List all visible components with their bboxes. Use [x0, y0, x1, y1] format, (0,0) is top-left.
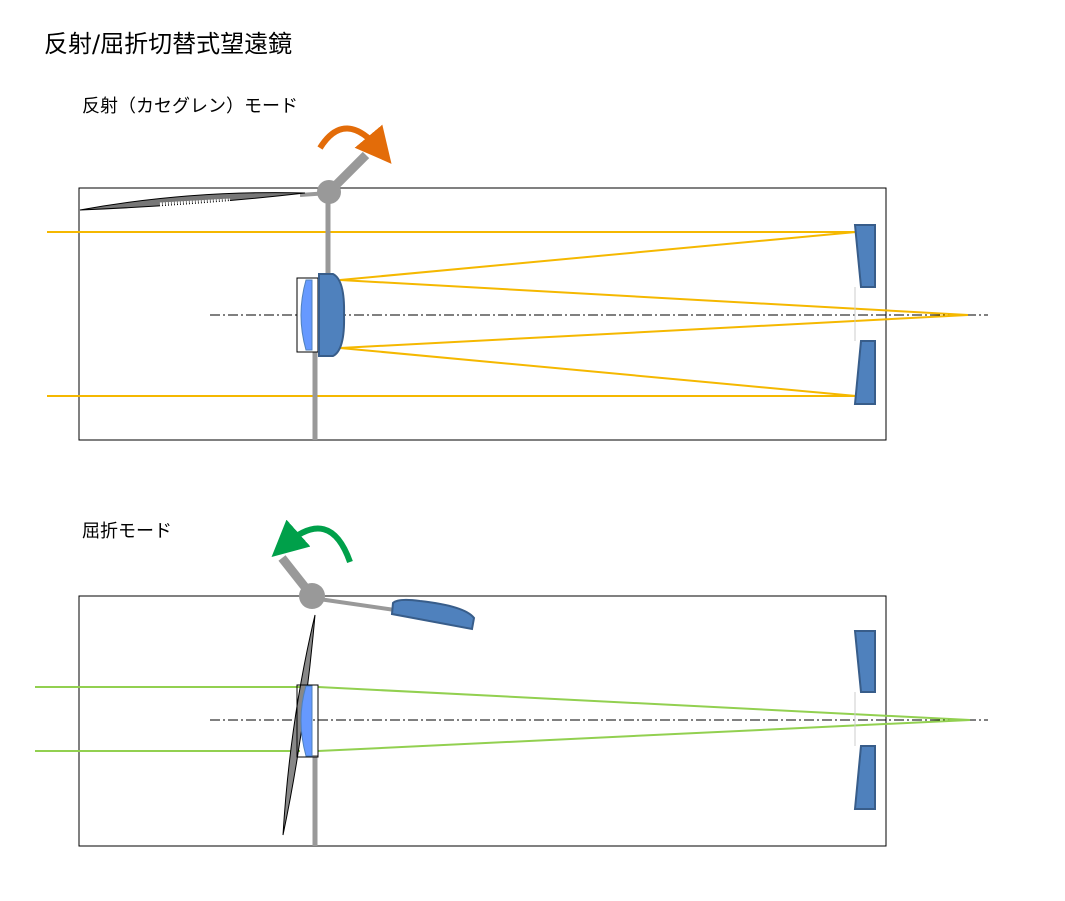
- stowed-lens-inner: [159, 198, 231, 208]
- rotate-arrow-icon: [317, 124, 392, 164]
- pivot: [299, 583, 325, 609]
- reflect-mode-diagram: [47, 124, 988, 441]
- stowed-lens: [79, 192, 306, 211]
- tube-outline: [78, 187, 887, 441]
- lens-holder: [296, 684, 319, 758]
- rotate-arrow-icon: [271, 519, 353, 564]
- lens: [300, 685, 313, 757]
- secondary-mirror: [318, 273, 346, 357]
- refract-mode-diagram: [35, 519, 988, 847]
- primary-mirror: [853, 630, 876, 810]
- tube-outline: [78, 595, 887, 847]
- diagram-title: 反射/屈折切替式望遠鏡: [44, 30, 293, 58]
- pivot: [317, 180, 341, 204]
- light-rays: [35, 686, 971, 752]
- stowed-secondary-mirror: [390, 598, 476, 631]
- light-rays: [47, 231, 969, 397]
- reflect-mode-label: 反射（カセグレン）モード: [82, 96, 298, 117]
- primary-mirror: [853, 224, 876, 405]
- rod-arm: [311, 596, 396, 612]
- refract-mode-label: 屈折モード: [82, 521, 172, 542]
- lens: [300, 279, 313, 351]
